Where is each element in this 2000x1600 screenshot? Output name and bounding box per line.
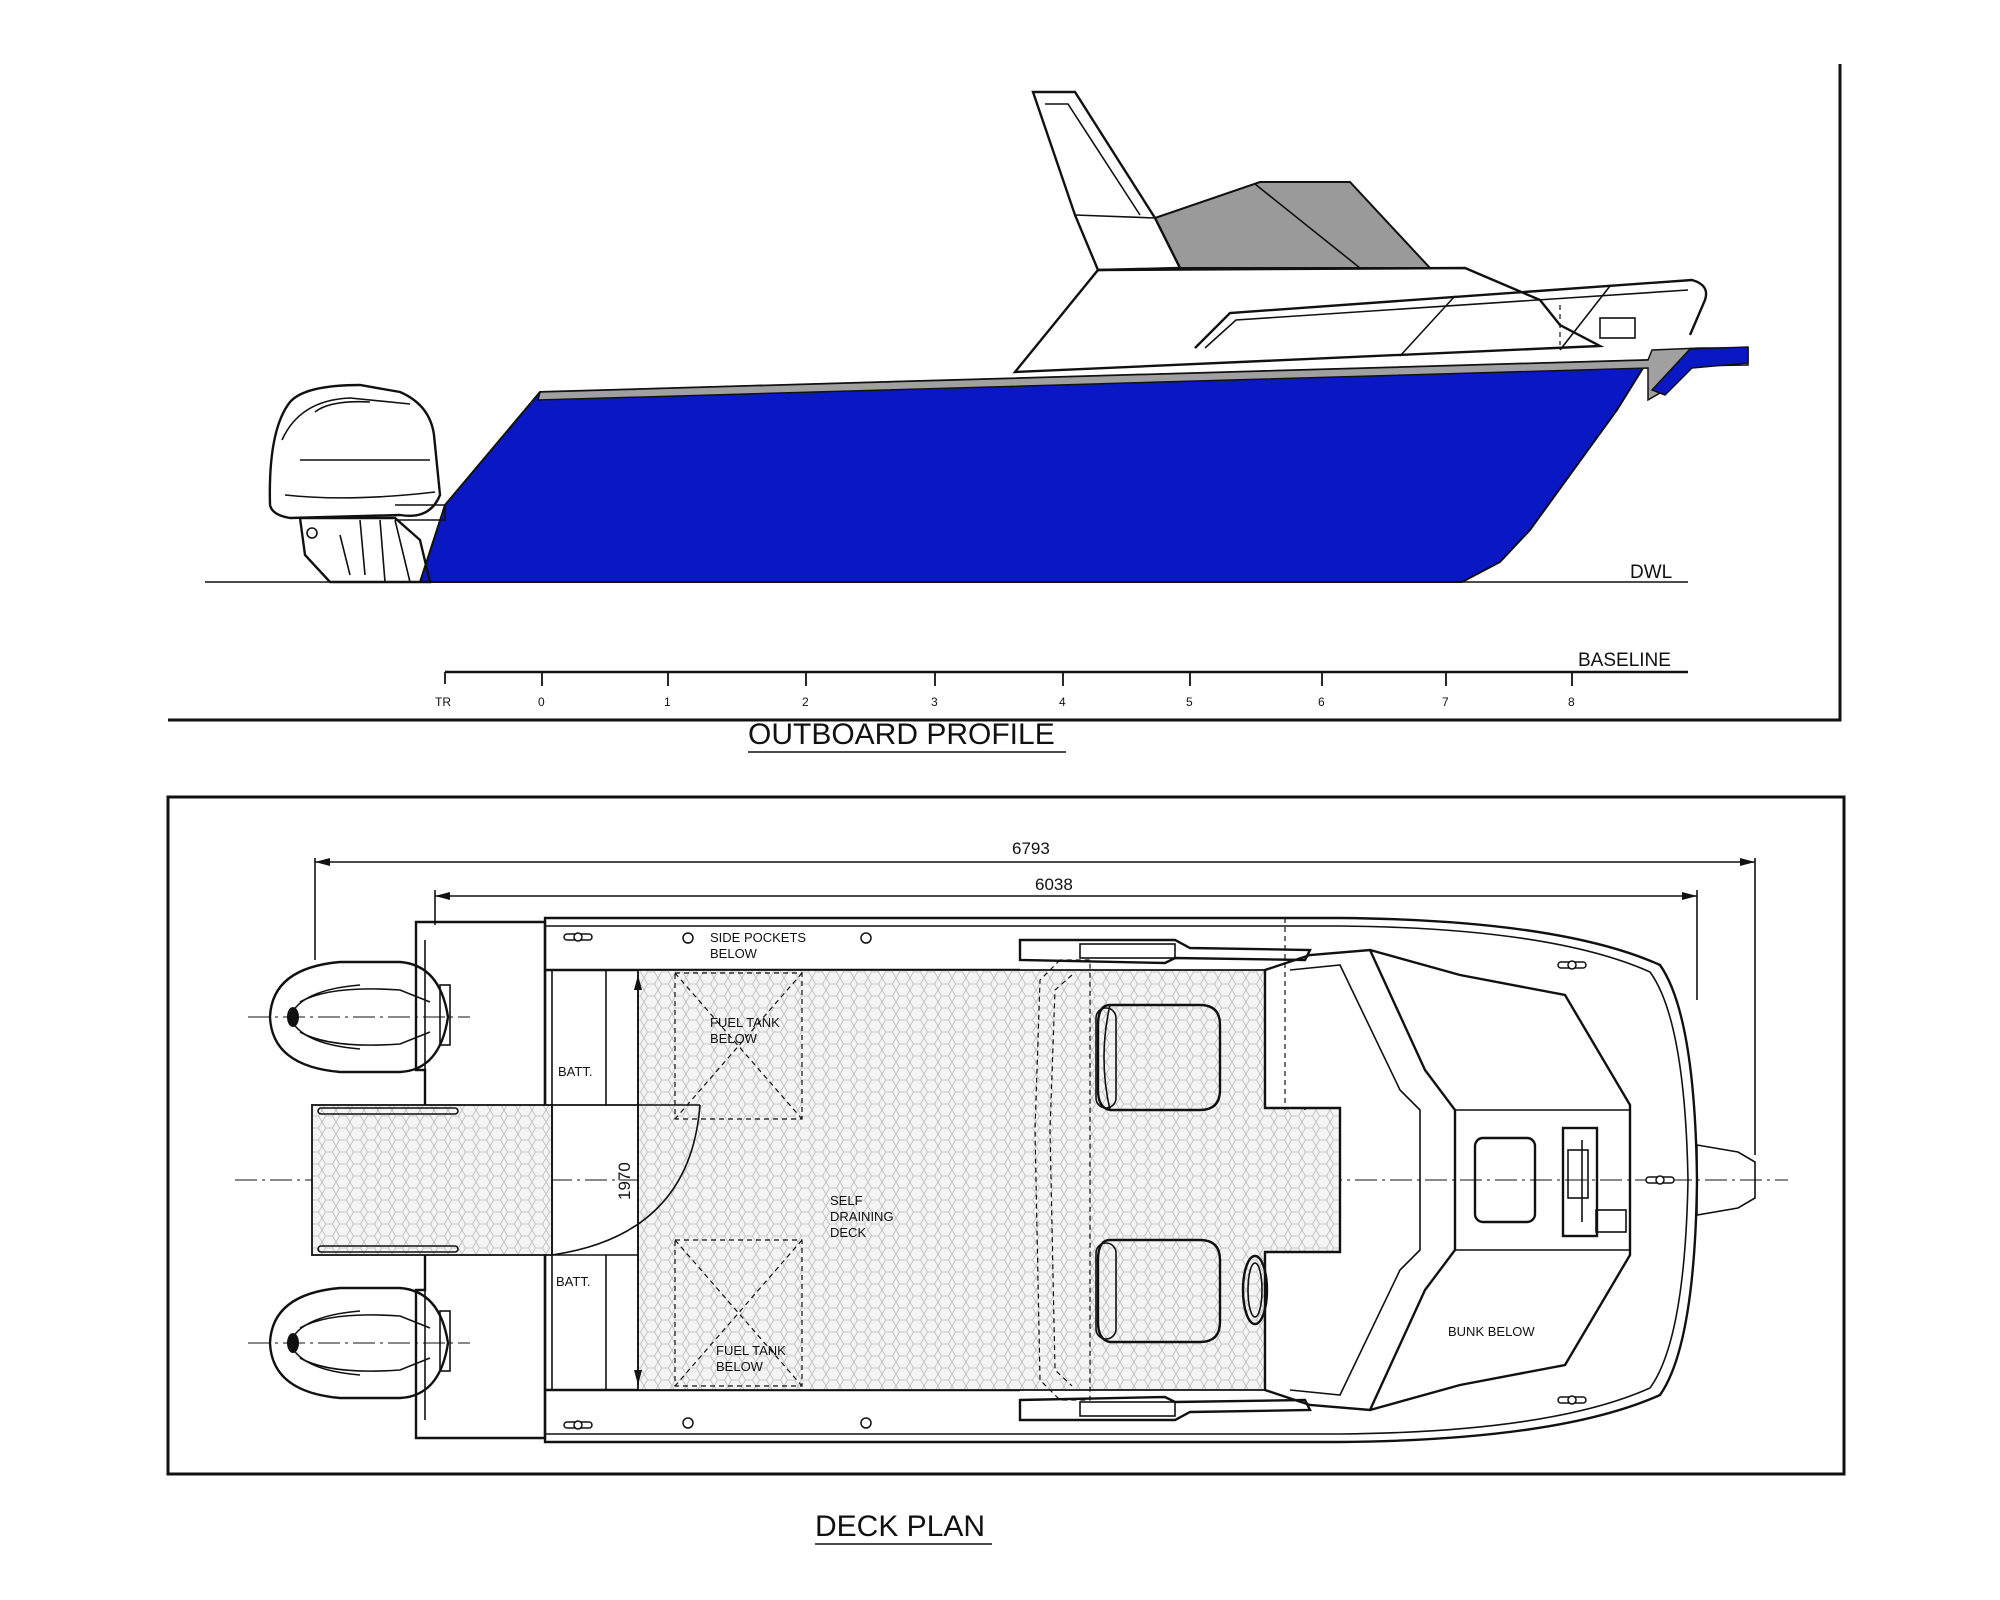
platform-rail-bottom [317,1245,459,1253]
side-pockets-label-2: BELOW [710,946,758,961]
hardtop-mast [1031,90,1182,272]
cleat-base-1 [573,932,583,942]
fuel-tank-bottom-label-2: BELOW [716,1359,764,1374]
mast-join [1074,214,1156,219]
platform-rail-top [317,1107,459,1115]
steering-wheel-icon [1241,1254,1269,1326]
plan-title: DECK PLAN [815,1510,985,1543]
deck-label-3: DECK [830,1225,866,1240]
mast-inner [1045,103,1141,216]
hull-length: 6038 [1035,875,1073,894]
station-label-0: 0 [538,695,545,709]
beam-label: 1970 [615,1162,634,1200]
bow-rail-inner [1204,289,1689,349]
window-divider [1254,183,1361,269]
station-ticks: TR 0 1 2 3 4 5 6 7 8 [435,672,1575,709]
fuel-tank-top-label-1: FUEL TANK [710,1015,780,1030]
anchor-windlass [1561,1126,1627,1238]
transom-door-swing [551,1104,701,1256]
station-label-6: 6 [1318,695,1325,709]
side-rail-top [1018,938,1312,965]
cleat-base-2 [573,1420,583,1430]
rail-stanchion-1 [1399,295,1456,357]
anchor-box [1599,317,1636,339]
bow-fitting [1696,1144,1756,1216]
overall-length: 6793 [1012,839,1050,858]
swim-platform [311,1104,553,1256]
station-label-4: 4 [1059,695,1066,709]
fuel-tank-bottom [674,1239,803,1387]
hull-inner-outline [545,925,1689,1435]
fuel-tank-top [674,972,803,1120]
fuel-tank-top-label-2: BELOW [710,1031,758,1046]
cabin-window [1153,181,1433,269]
hull [418,358,1650,583]
fuel-tank-bottom-label-1: FUEL TANK [716,1343,786,1358]
cabin [1012,266,1605,374]
station-label-7: 7 [1442,695,1449,709]
station-label-1: 1 [664,695,671,709]
side-pockets-label-1: SIDE POCKETS [710,930,806,945]
outboard-motor-top [248,960,470,1074]
deck-cleats [563,932,1675,1430]
forward-hatch [1473,1136,1537,1224]
batt-bottom-label: BATT. [556,1274,590,1289]
deck-label-2: DRAINING [830,1209,894,1224]
baseline-label: BASELINE [1578,650,1671,671]
outboard-motor [268,383,446,584]
rod-holder-4 [860,1417,872,1429]
deck-label-1: SELF [830,1193,863,1208]
seat-top [1095,1003,1222,1112]
profile-title: OUTBOARD PROFILE [748,718,1055,751]
rod-holder-1 [682,932,694,944]
station-label-8: 8 [1568,695,1575,709]
outboard-motor-bottom [248,1286,470,1400]
bow-rubrail [1650,346,1749,396]
deck-plan: 6793 6038 [166,795,1846,1545]
bow-rail [1194,278,1708,349]
console-inner [1289,964,1421,1396]
rail-stanchion-2 [1559,285,1611,351]
station-label-3: 3 [931,695,938,709]
station-label-5: 5 [1186,695,1193,709]
seat-frame [1034,959,1091,1401]
bunk-label: BUNK BELOW [1448,1324,1535,1339]
forward-cabin [1369,948,1632,1412]
station-label-tr: TR [435,695,451,709]
rod-holder-2 [860,932,872,944]
transom [414,920,547,1440]
cleat-base-3 [1567,960,1577,970]
cleat-base-4 [1567,1395,1577,1405]
seat-frame-inner [1049,974,1073,1387]
dwl-label: DWL [1630,562,1672,583]
dimension-hull: 6038 [434,875,1698,1000]
rod-holder-3 [682,1417,694,1429]
profile-frame [168,64,1842,722]
dimension-overall: 6793 [314,839,1756,1155]
plan-frame [166,795,1846,1476]
cleat-base-5 [1655,1175,1665,1185]
outboard-profile: DWL BASELINE [168,64,1842,753]
side-rail-bottom [1018,1395,1312,1422]
batt-top-label: BATT. [558,1064,592,1079]
station-label-2: 2 [802,695,809,709]
seat-bottom [1095,1238,1222,1344]
steering-wheel-inner [1247,1262,1263,1318]
